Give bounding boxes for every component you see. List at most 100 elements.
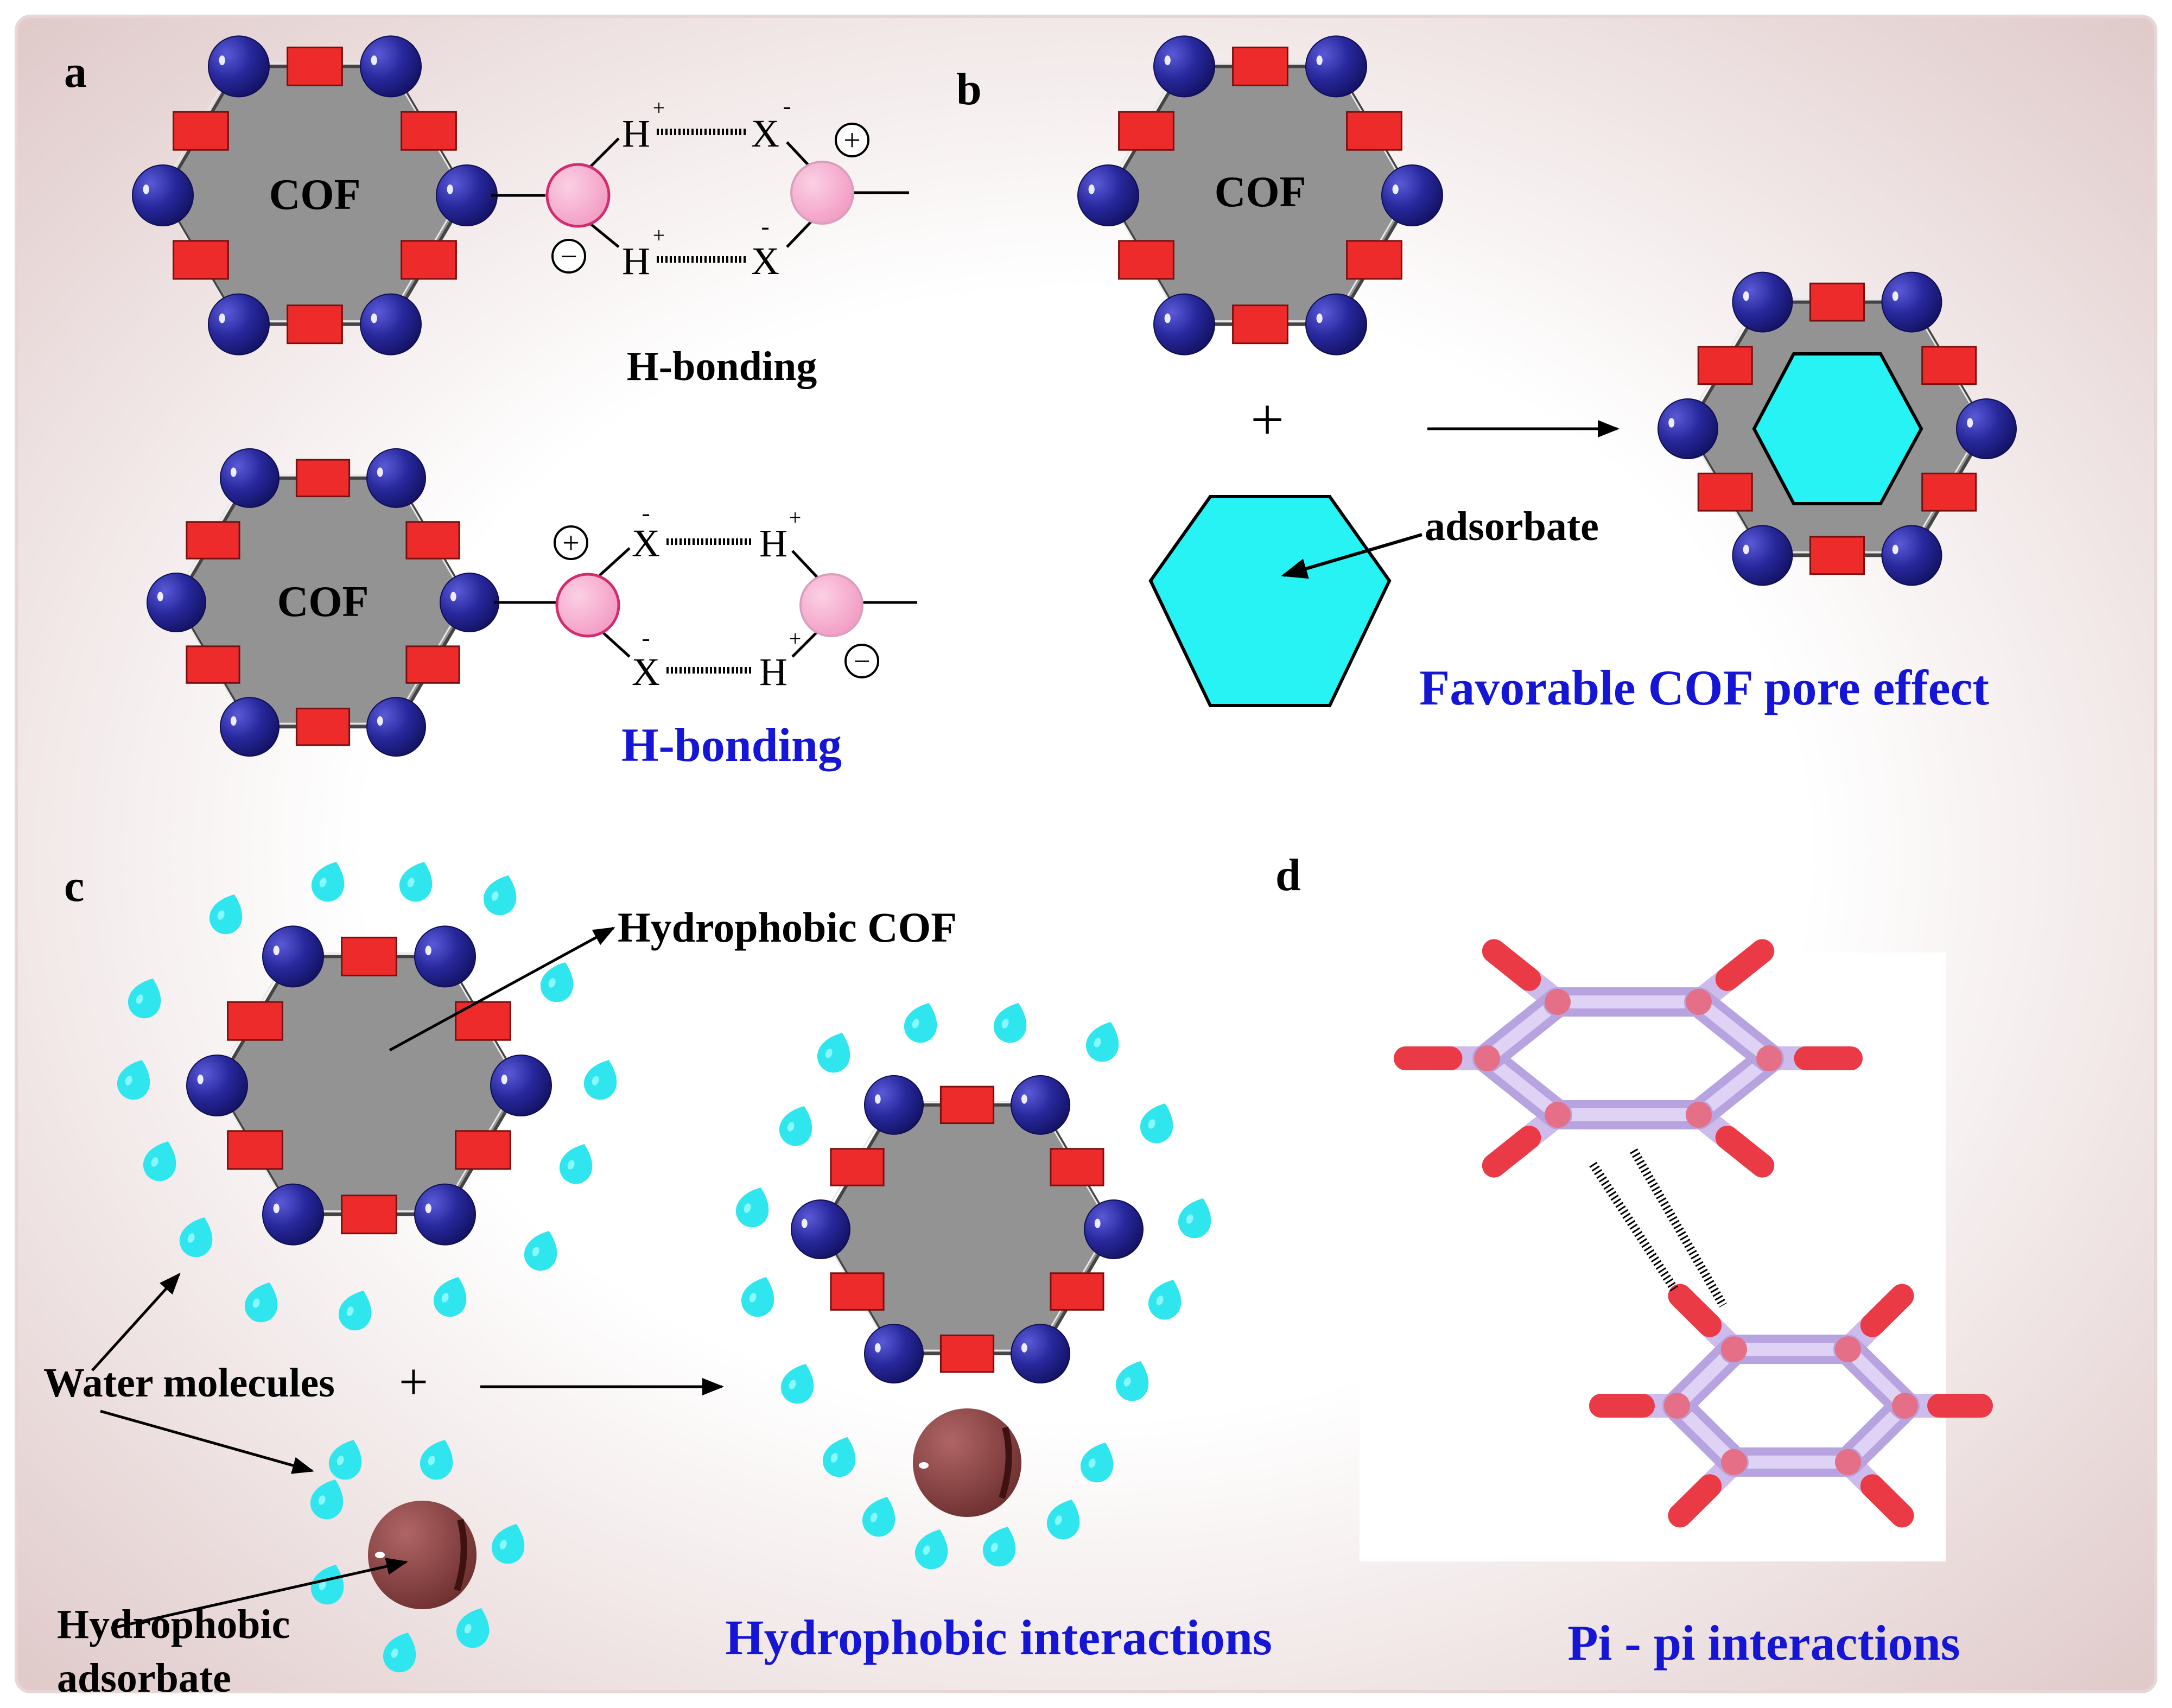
caption-c: Hydrophobic interactions — [725, 1610, 1272, 1665]
benzene-ring-icon — [1394, 939, 1863, 1178]
svg-text:+: + — [562, 526, 580, 560]
water-drop-icon — [978, 1521, 1023, 1571]
circled-minus-icon: − — [551, 239, 586, 274]
h-bond-motif-top — [491, 129, 909, 263]
water-drop-icon — [452, 1602, 497, 1653]
water-drop-icon — [555, 1138, 600, 1189]
water-molecules-label: Water molecules — [43, 1360, 335, 1406]
plus-sign: + — [399, 1353, 428, 1411]
water-drop-icon — [487, 1518, 532, 1569]
svg-text:−: − — [853, 645, 871, 678]
water-drop-icon — [910, 1523, 955, 1574]
atom-x: X — [632, 650, 660, 694]
charge-plus: + — [789, 626, 802, 651]
panel-a-letter: a — [64, 47, 87, 97]
caption-b: Favorable COF pore effect — [1419, 660, 1989, 715]
arrow-icon — [91, 1273, 181, 1372]
circled-minus-icon: − — [844, 644, 879, 678]
charge-minus: - — [642, 499, 650, 526]
water-drop-icon — [736, 1271, 782, 1322]
h-bond-atom-right-bottom — [799, 573, 863, 637]
water-drop-icon — [205, 888, 250, 939]
water-drop-icon — [899, 997, 944, 1047]
water-drop-icon — [536, 956, 581, 1007]
adsorbate-hexagon-icon — [1148, 495, 1392, 707]
water-drop-icon — [818, 1431, 863, 1482]
water-drop-icon — [429, 1271, 474, 1322]
svg-text:+: + — [843, 124, 861, 157]
water-drop-icon — [324, 1434, 369, 1484]
panel-d-letter: d — [1275, 850, 1301, 900]
hydrophobic-adsorbate-label-line2: adsorbate — [57, 1655, 231, 1701]
water-drop-icon — [776, 1358, 821, 1408]
atom-x: X — [632, 522, 660, 565]
water-drop-icon — [334, 1285, 379, 1335]
water-drop-icon — [774, 1100, 820, 1151]
panel-b-letter: b — [956, 64, 982, 115]
water-drop-icon — [731, 1182, 776, 1232]
water-drop-icon — [1173, 1192, 1218, 1243]
water-drop-icon — [112, 1054, 157, 1104]
cof-label-a-top: COF — [269, 171, 361, 219]
svg-text:−: − — [560, 240, 577, 274]
water-drop-group — [112, 856, 624, 1335]
circled-plus-icon: + — [554, 525, 588, 560]
atom-h: H — [622, 112, 650, 155]
cof-hexagon-icon — [791, 1075, 1144, 1384]
cof-hexagon-icon — [132, 35, 498, 355]
charge-minus: - — [642, 624, 650, 651]
arrow-icon — [1281, 533, 1422, 579]
water-drop-icon — [1081, 1016, 1126, 1066]
arrow-icon — [100, 1409, 314, 1474]
cof-label-a-bottom: COF — [277, 578, 369, 626]
caption-a-top: H-bonding — [627, 344, 817, 389]
cof-label-b: COF — [1215, 168, 1306, 216]
water-drop-icon — [989, 997, 1034, 1047]
water-drop-icon — [1076, 1437, 1121, 1487]
atom-x: X — [751, 112, 779, 155]
charge-plus: + — [653, 96, 665, 120]
water-drop-icon — [240, 1277, 285, 1327]
plus-sign: + — [1250, 386, 1284, 453]
water-drop-icon — [1144, 1274, 1189, 1324]
hydrophobic-cof-label: Hydrophobic COF — [618, 904, 957, 951]
water-drop-icon — [307, 856, 352, 906]
water-drop-icon — [306, 1559, 351, 1609]
caption-d: Pi - pi interactions — [1567, 1615, 1960, 1671]
water-drop-icon — [1135, 1097, 1180, 1148]
water-drop-icon — [479, 869, 524, 920]
circled-plus-icon: + — [835, 123, 869, 157]
h-bond-atom-left-bottom — [555, 573, 620, 638]
hydrophobic-adsorbate-label-line1: Hydrophobic — [57, 1602, 290, 1647]
adsorbate-in-pore — [1752, 352, 1923, 505]
water-drop-icon — [175, 1211, 220, 1262]
h-bond-motif-bottom — [494, 538, 917, 674]
arrow-icon — [389, 926, 615, 1052]
water-drop-icon — [519, 1225, 564, 1275]
cof-hexagon-icon — [1077, 35, 1443, 355]
arrow-icon — [111, 1558, 408, 1630]
atom-x: X — [751, 239, 779, 283]
hydrophobic-particle — [913, 1408, 1021, 1517]
atom-h: H — [759, 650, 787, 694]
water-drop-icon — [378, 1627, 423, 1677]
h-bond-atom-right-top — [790, 161, 854, 225]
charge-plus: + — [789, 505, 802, 530]
water-drop-icon — [812, 1027, 858, 1077]
water-drop-icon — [415, 1434, 460, 1484]
pi-stacking-dashes — [1589, 1148, 1727, 1308]
cof-hexagon-icon — [147, 448, 499, 757]
benzene-ring-icon — [1589, 1284, 1993, 1528]
h-bond-atom-left-top — [545, 163, 611, 228]
hydrophobic-particle — [368, 1501, 477, 1609]
atom-h: H — [622, 239, 650, 283]
water-drop-icon — [579, 1054, 624, 1104]
adsorbate-label: adsorbate — [1425, 504, 1599, 549]
water-drop-icon — [138, 1135, 183, 1186]
water-drop-group — [731, 997, 1218, 1574]
water-drop-icon — [858, 1491, 903, 1541]
charge-minus: - — [761, 212, 769, 240]
water-drop-icon — [1111, 1355, 1156, 1406]
water-drop-icon — [1042, 1494, 1087, 1544]
